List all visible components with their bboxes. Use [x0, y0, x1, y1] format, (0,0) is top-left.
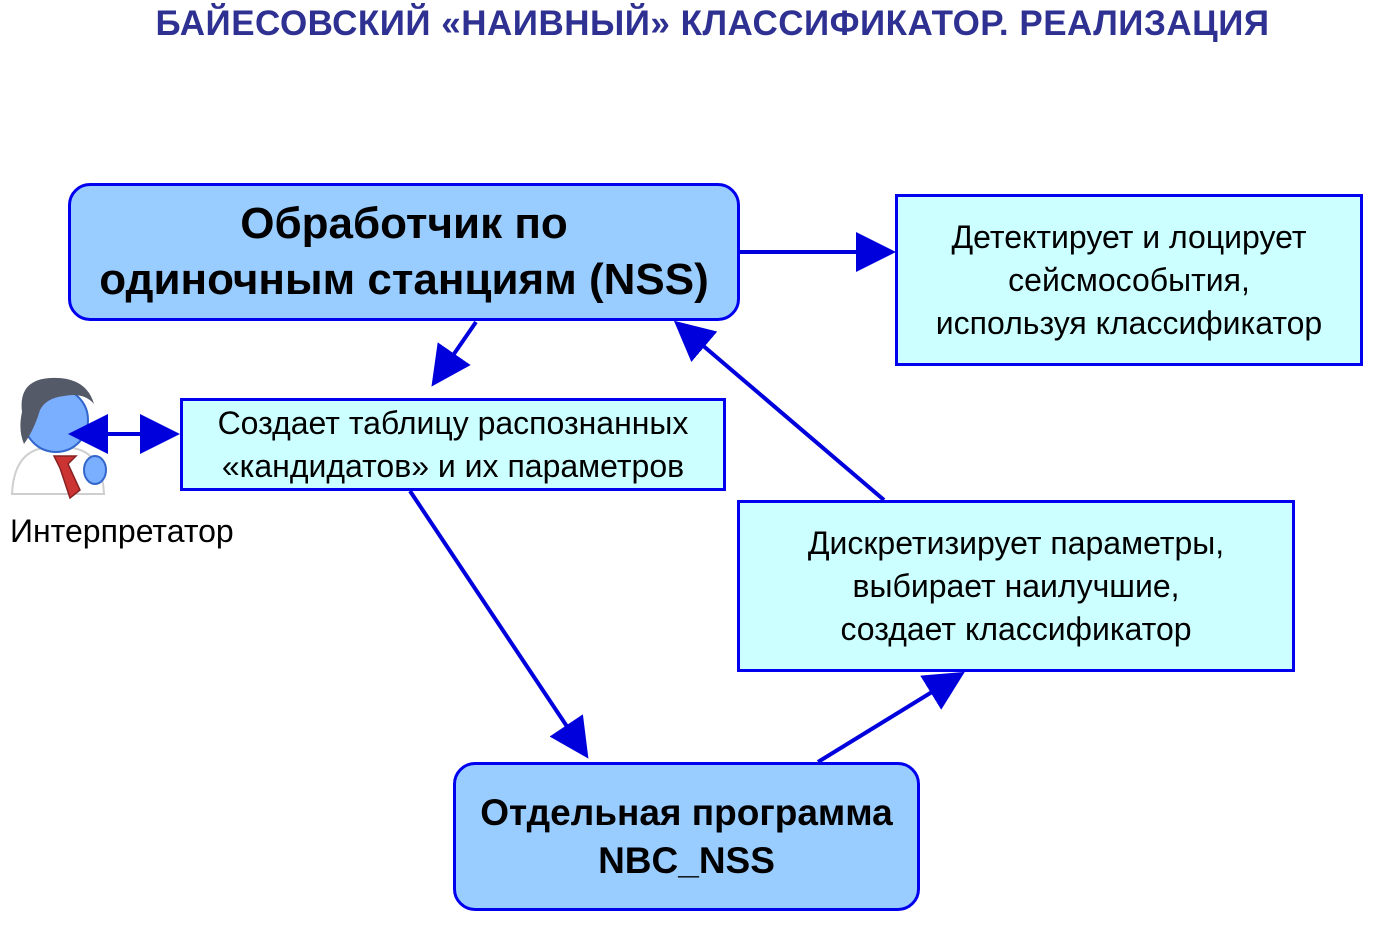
discretize-node: Дискретизирует параметры, выбирает наилу… [737, 500, 1295, 672]
detect-locate-node: Детектирует и лоцирует сейсмособытия, ис… [895, 194, 1363, 366]
user-icon [10, 377, 107, 500]
detect-line-3: используя классификатор [935, 304, 1323, 341]
arrow-nss-to-table [431, 320, 478, 387]
arrow-nbc-to-discretize [816, 671, 965, 764]
detect-line-2: сейсмособытия, [1008, 261, 1250, 298]
nss-line-2: одиночным станциям (NSS) [99, 255, 709, 304]
page-title: БАЙЕСОВСКИЙ «НАИВНЫЙ» КЛАССИФИКАТОР. РЕА… [155, 4, 1270, 43]
arrow-discretize-to-nss [673, 320, 886, 502]
discr-line-1: Дискретизирует параметры, [807, 524, 1225, 561]
candidates-table-node: Создает таблицу распознанных «кандидатов… [180, 398, 726, 491]
arrow-table-to-nbc [408, 489, 589, 759]
interpreter-label: Интерпретатор [10, 513, 234, 549]
table-line-2: «кандидатов» и их параметров [221, 447, 685, 484]
discr-line-3: создает классификатор [840, 610, 1192, 647]
table-line-1: Создает таблицу распознанных [217, 404, 689, 441]
detect-line-1: Детектирует и лоцирует [951, 218, 1307, 255]
nbc-program-node: Отдельная программа NBC_NSS [453, 762, 920, 911]
nbc-line-1: Отдельная программа [480, 791, 893, 833]
nbc-line-2: NBC_NSS [598, 839, 775, 881]
discr-line-2: выбирает наилучшие, [852, 567, 1180, 604]
nss-line-1: Обработчик по [240, 199, 568, 248]
nss-processor-node: Обработчик по одиночным станциям (NSS) [68, 183, 740, 321]
